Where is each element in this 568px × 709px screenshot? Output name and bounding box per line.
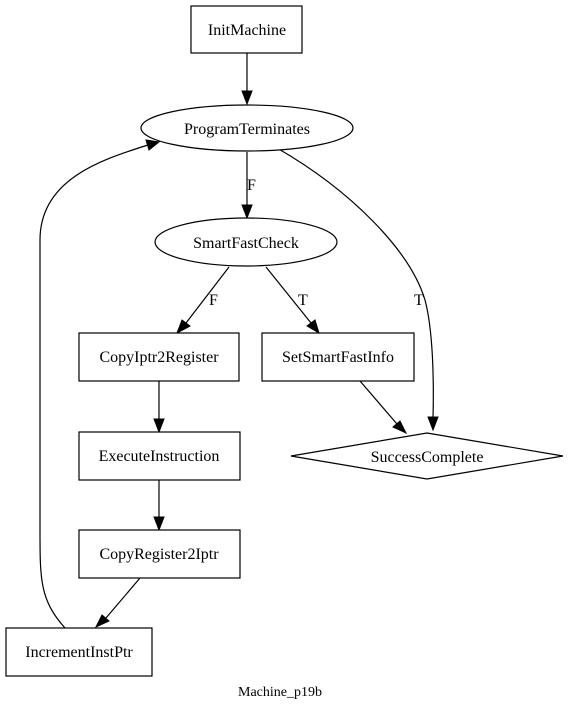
edge-label-terminates-false: F (247, 177, 256, 194)
edge-setsmart-to-success (359, 380, 398, 425)
arrowhead (241, 90, 253, 106)
node-program-terminates: ProgramTerminates (140, 104, 354, 152)
diagram-caption: Machine_p19b (238, 685, 322, 700)
node-label: SmartFastCheck (193, 235, 299, 252)
arrowhead (427, 416, 439, 432)
edge-copyreg-to-increment (105, 577, 141, 619)
arrowhead (241, 204, 253, 220)
edge-check-to-setsmart (265, 266, 312, 324)
edge-label-check-true: T (298, 292, 308, 309)
node-copy-iptr2register: CopyIptr2Register (78, 332, 240, 382)
node-label: CopyIptr2Register (99, 349, 219, 366)
arrowhead (306, 319, 320, 335)
edge-increment-to-terminates (39, 144, 149, 629)
node-execute-instruction: ExecuteInstruction (78, 431, 241, 481)
arrowhead (94, 614, 110, 629)
edge-label-check-false: F (209, 292, 218, 309)
node-init-machine: InitMachine (190, 5, 303, 54)
arrowhead (153, 516, 165, 532)
node-set-smart-fast-info: SetSmartFastInfo (261, 332, 415, 382)
node-label: SuccessComplete (371, 449, 484, 466)
node-label: CopyRegister2Iptr (99, 546, 219, 563)
node-label: ProgramTerminates (184, 121, 310, 138)
arrowhead (153, 418, 165, 434)
arrowhead (145, 139, 161, 151)
node-copy-register2iptr: CopyRegister2Iptr (78, 529, 241, 579)
node-smart-fast-check: SmartFastCheck (154, 217, 338, 267)
node-increment-inst-ptr: IncrementInstPtr (5, 627, 153, 677)
node-label: IncrementInstPtr (25, 644, 133, 661)
edge-terminates-to-success (276, 147, 434, 419)
node-label: ExecuteInstruction (99, 448, 220, 465)
edge-label-terminates-true: T (414, 292, 424, 309)
node-label: SetSmartFastInfo (282, 349, 394, 366)
arrowhead (392, 420, 408, 435)
node-success-complete: SuccessComplete (290, 432, 564, 480)
arrowhead (176, 319, 191, 335)
edge-check-to-copyiptr (185, 266, 230, 324)
node-label: InitMachine (208, 22, 286, 39)
